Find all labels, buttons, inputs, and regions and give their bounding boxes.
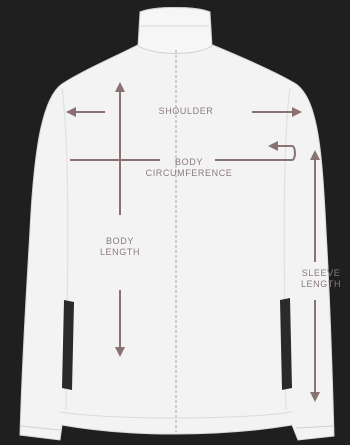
sleeve-length-label: SLEEVE LENGTH [292, 268, 350, 290]
body-length-label: BODY LENGTH [84, 236, 156, 258]
shoulder-label: SHOULDER [150, 106, 222, 117]
jacket-collar [138, 8, 212, 54]
right-sleeve-gap [280, 298, 292, 390]
body-circumference-label: BODY CIRCUMFERENCE [136, 157, 242, 179]
left-sleeve-gap [62, 300, 74, 390]
